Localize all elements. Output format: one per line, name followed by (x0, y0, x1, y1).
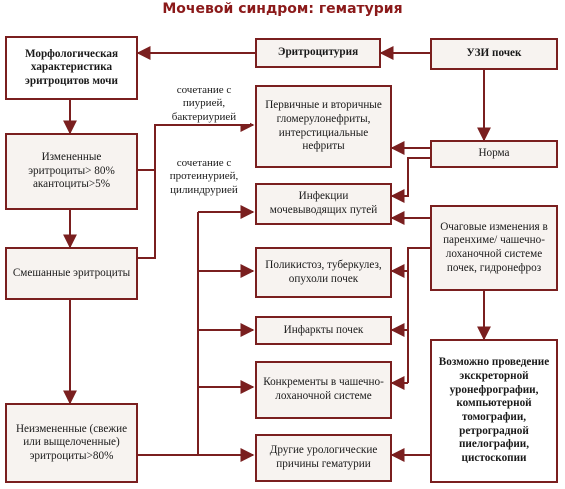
note-pyuria: сочетание с пиурией, бактериурией (158, 84, 250, 125)
infections-box: Инфекции мочевыводящих путей (255, 183, 392, 225)
infarcts-box: Инфаркты почек (255, 316, 392, 345)
other-urological-box: Другие урологические причины гематурии (255, 434, 392, 482)
further-examination-box: Возможно проведение экскреторной уронефр… (430, 339, 558, 483)
concrements-box: Конкременты в чашечно-лоханочной системе (255, 361, 392, 419)
diagram-title: Мочевой синдром: гематурия (162, 1, 403, 17)
unchanged-erythrocytes-box: Неизмененные (свежие или выщелоченные) э… (5, 403, 138, 483)
uzi-kidneys-box: УЗИ почек (430, 38, 558, 70)
glomerulonephritis-box: Первичные и вторичные гломерулонефриты, … (255, 85, 392, 168)
erythrocyturia-box: Эритроцитурия (255, 38, 381, 68)
morphology-box: Морфологическая характеристика эритроцит… (5, 36, 138, 100)
focal-changes-box: Очаговые изменения в паренхиме/ чашечно-… (430, 205, 558, 291)
note-proteinuria: сочетание с протеинурией, цилиндрурией (158, 157, 250, 198)
changed-erythrocytes-box: Измененные эритроциты> 80% акантоциты>5% (5, 133, 138, 210)
mixed-erythrocytes-box: Смешанные эритроциты (5, 247, 138, 300)
polycystosis-box: Поликистоз, туберкулез, опухоли почек (255, 247, 392, 298)
norma-box: Норма (430, 140, 558, 168)
